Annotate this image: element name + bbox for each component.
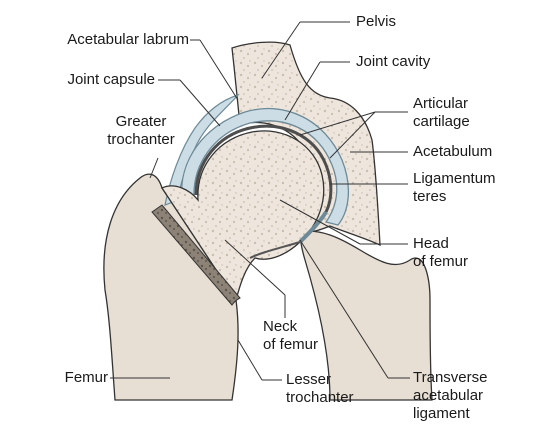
label-acetabulum: Acetabulum [413, 143, 492, 161]
label-ligamentum-teres-line1: Ligamentum [413, 170, 496, 187]
label-lesser-trochanter-line1: Lesser [286, 371, 332, 388]
label-acetabular-labrum: Acetabular labrum [67, 31, 189, 49]
label-transverse-line1: Transverse [413, 369, 488, 386]
label-lesser-trochanter: Lesser trochanter [286, 371, 354, 407]
label-ligamentum-teres-line2: teres [413, 188, 447, 205]
label-neck-of-femur-line1: Neck [263, 318, 298, 335]
label-transverse-acetabular-ligament: Transverse acetabular ligament [413, 369, 487, 423]
label-transverse-line2: acetabular [413, 387, 484, 404]
label-femur: Femur [65, 369, 108, 387]
articular-cartilage [180, 107, 350, 226]
label-greater-trochanter-line2: trochanter [107, 131, 175, 148]
label-acetabulum-text: Acetabulum [413, 143, 493, 160]
label-head-of-femur-line1: Head [413, 235, 449, 252]
label-joint-cavity: Joint cavity [356, 53, 430, 71]
label-articular-cartilage-line1: Articular [413, 95, 469, 112]
label-head-of-femur: Head of femur [413, 235, 468, 271]
ligamentum-teres [298, 210, 328, 244]
label-pelvis-text: Pelvis [356, 13, 397, 30]
label-joint-cavity-text: Joint cavity [356, 53, 431, 70]
leader-lines [110, 21, 410, 381]
label-pelvis: Pelvis [356, 13, 396, 31]
leader-greater-trochanter [149, 157, 159, 179]
label-joint-capsule-text: Joint capsule [67, 71, 155, 88]
label-transverse-line3: ligament [413, 405, 470, 422]
label-articular-cartilage: Articular cartilage [413, 95, 470, 131]
label-lesser-trochanter-line2: trochanter [286, 389, 354, 406]
ischium-bone [299, 230, 433, 401]
femur-lateral-bone [103, 173, 239, 401]
label-acetabular-labrum-text: Acetabular labrum [67, 31, 189, 48]
label-femur-text: Femur [64, 369, 108, 386]
label-greater-trochanter: Greater trochanter [98, 113, 184, 149]
transverse-ligament [249, 241, 301, 259]
label-head-of-femur-line2: of femur [413, 253, 469, 270]
label-greater-trochanter-line1: Greater [115, 113, 167, 130]
label-joint-capsule: Joint capsule [67, 71, 155, 89]
cortex-strip [151, 204, 241, 306]
label-neck-of-femur: Neck of femur [263, 318, 318, 354]
label-neck-of-femur-line2: of femur [263, 336, 319, 353]
label-ligamentum-teres: Ligamentum teres [413, 170, 496, 206]
label-articular-cartilage-line2: cartilage [413, 113, 470, 130]
